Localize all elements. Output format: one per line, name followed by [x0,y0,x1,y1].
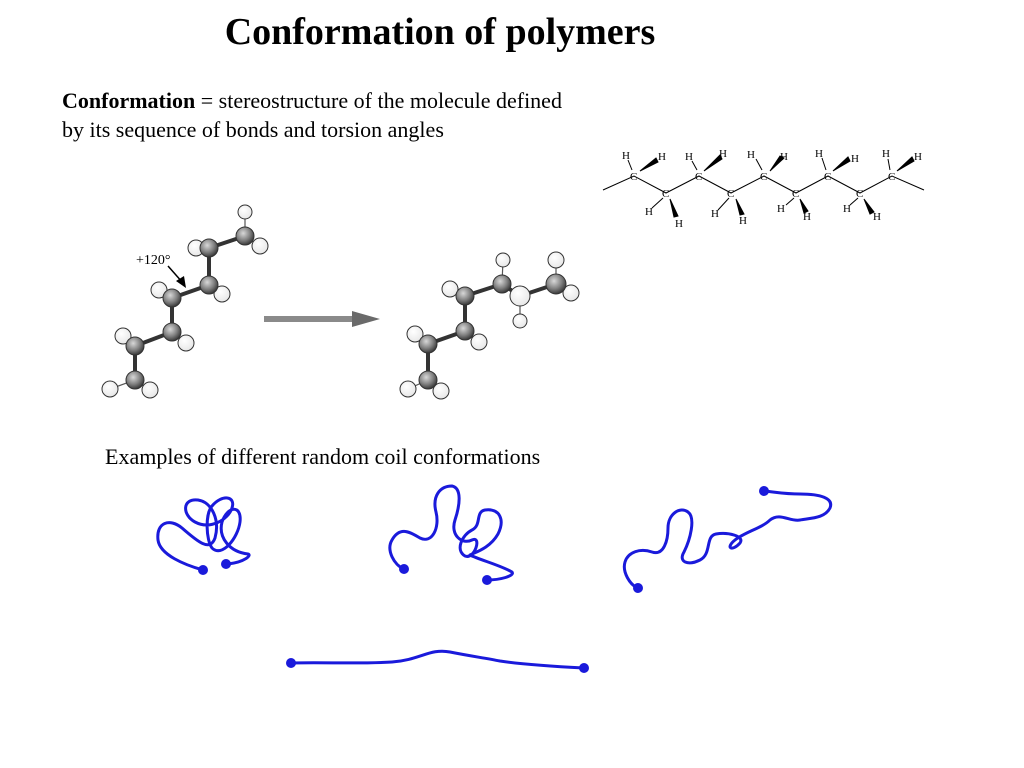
carbon-label: C [888,171,895,183]
definition-term: Conformation [62,88,196,113]
hydrogen-label: H [843,203,851,215]
hydrogen-label: H [739,215,747,227]
slide-title: Conformation of polymers [224,11,656,53]
hydrogen-label: H [914,151,922,163]
hydrogen-label: H [622,150,630,162]
carbon-label: C [662,188,669,200]
random-coil-1 [156,496,251,572]
coil-2-end-dot [399,564,409,574]
molecule-before-rotation: +120° [101,204,269,399]
carbon-label: C [856,188,863,200]
hydrogen-label: H [645,206,653,218]
random-coil-caption: Examples of different random coil confor… [105,444,541,469]
carbon-label: C [727,188,734,200]
molecule-after-rotation [399,251,580,400]
carbon-label: C [695,171,702,183]
random-coil-2 [388,484,514,582]
carbon-label: C [824,171,831,183]
carbon-label: C [760,171,767,183]
carbon-label: C [630,171,637,183]
extended-chain-end-dot [579,663,589,673]
definition-line-2: by its sequence of bonds and torsion ang… [62,117,444,142]
coil-3-end-dot [759,486,769,496]
hydrogen-label: H [803,211,811,223]
torsion-angle-label: +120° [136,253,171,268]
coil-1-end-dot [221,559,231,569]
hydrogen-label: H [780,151,788,163]
hydrogen-label: H [815,148,823,160]
coil-1-end-dot [198,565,208,575]
hydrogen-label: H [851,153,859,165]
coil-3-end-dot [633,583,643,593]
carbon-label: C [792,188,799,200]
hydrogen-label: H [675,218,683,230]
coil-2-end-dot [482,575,492,585]
hydrogen-label: H [747,149,755,161]
hydrogen-label: H [777,203,785,215]
hydrogen-label: H [685,151,693,163]
random-coil-3 [622,489,833,590]
extended-chain [289,649,586,670]
definition-text: Conformation = stereostructure of the mo… [62,86,662,144]
rotation-arrow [264,311,380,327]
hydrogen-label: H [711,208,719,220]
hydrogen-label: H [873,211,881,223]
hydrogen-label: H [882,148,890,160]
chain-atom-labels: C C C C C C C C C H H H H H H H H H H H … [622,148,922,230]
extended-chain-end-dot [286,658,296,668]
definition-equals: = [195,88,219,113]
definition-line-1: stereostructure of the molecule defined [218,88,562,113]
hydrogen-label: H [658,151,666,163]
hydrogen-label: H [719,148,727,160]
polyethylene-chain-diagram [602,154,925,218]
